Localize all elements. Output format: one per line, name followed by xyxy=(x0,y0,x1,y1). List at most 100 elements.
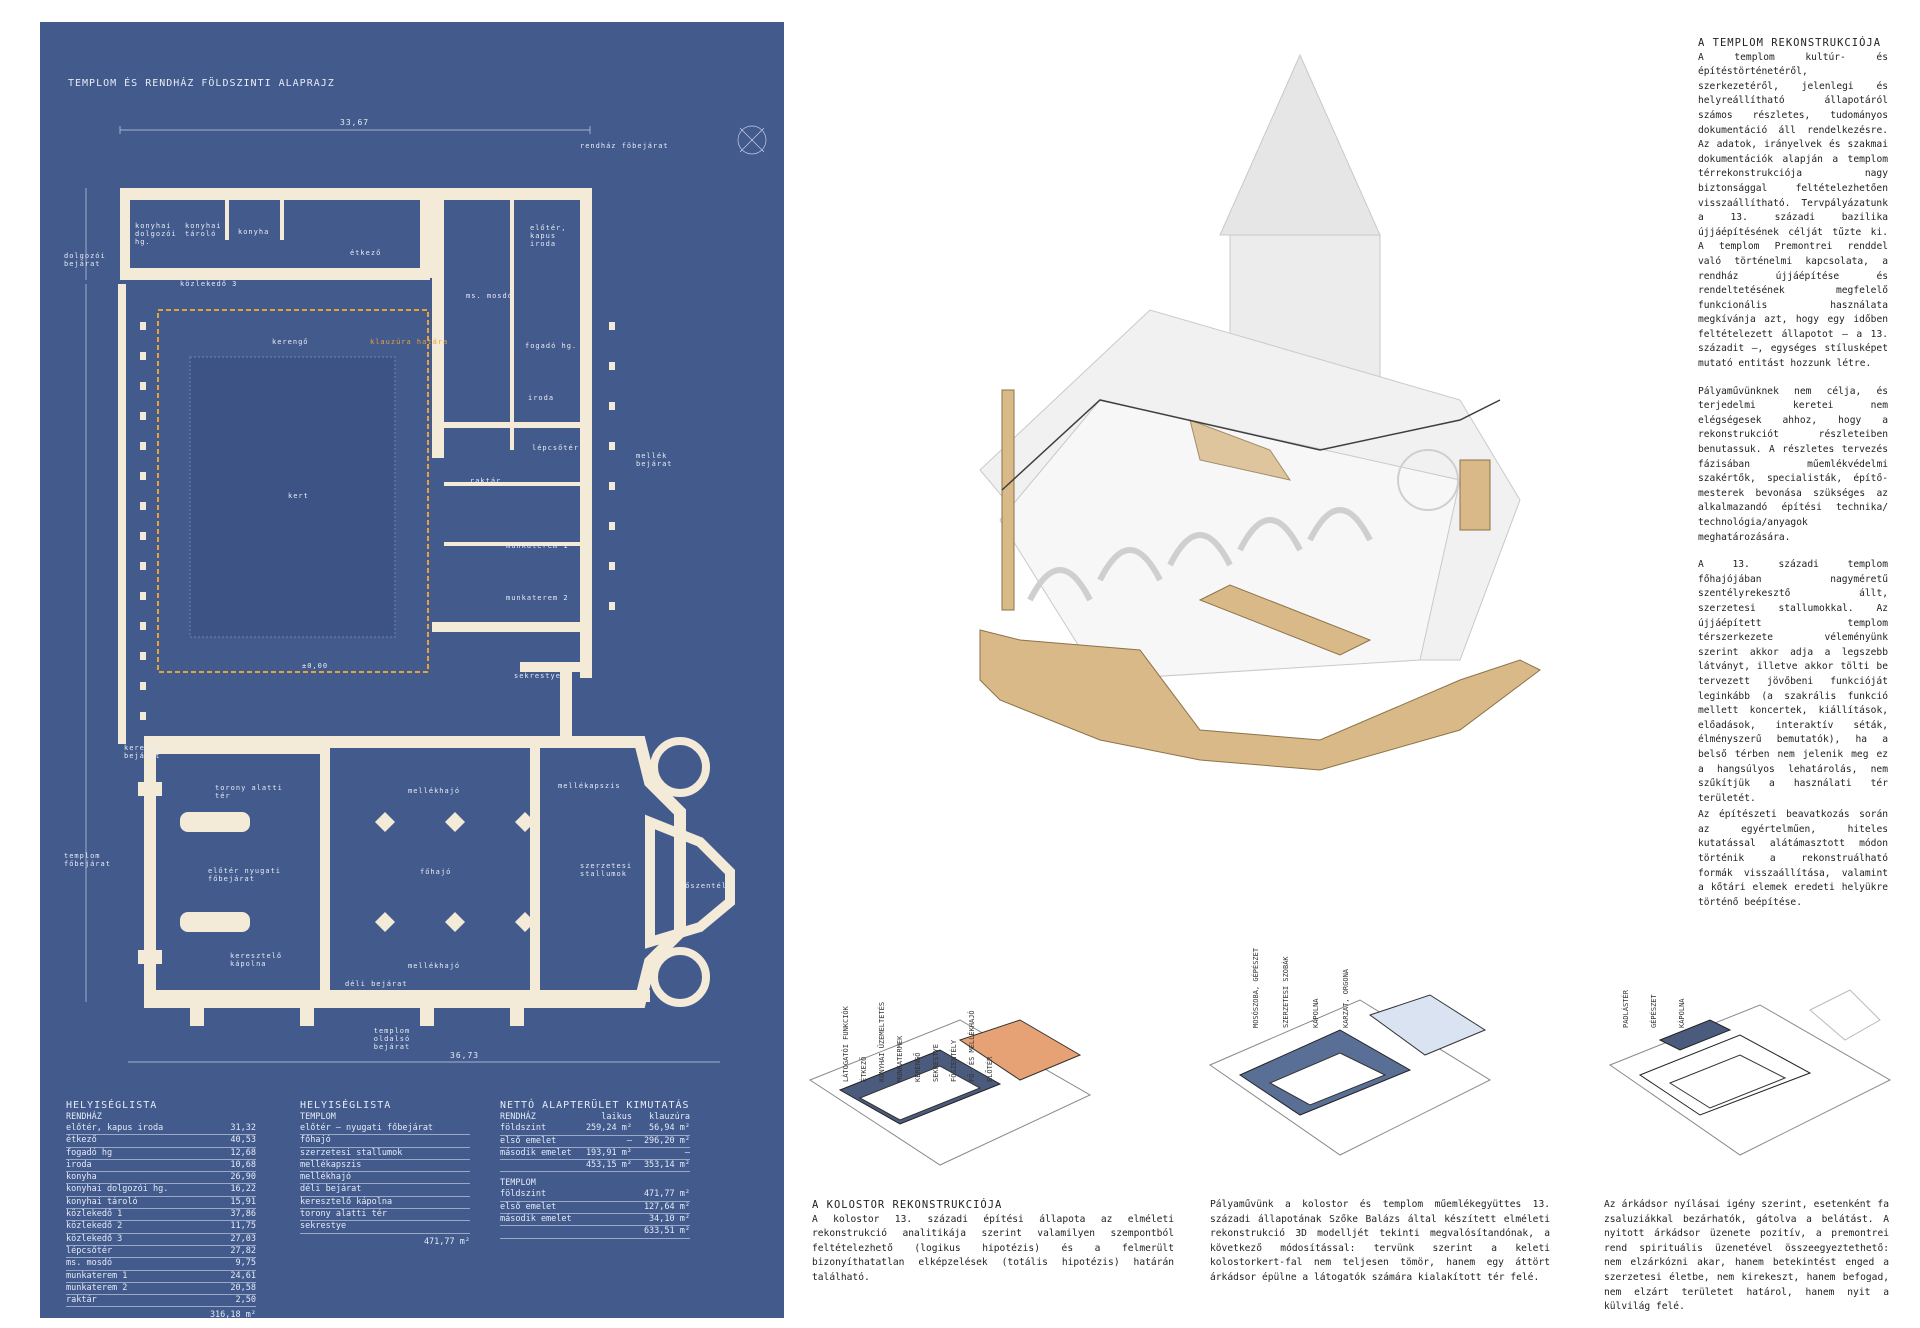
table3-col2: klauzúra xyxy=(649,1112,690,1122)
table-cell: iroda xyxy=(66,1159,92,1170)
table2-heading: HELYISÉGLISTA xyxy=(300,1100,392,1111)
table-cell: étkező xyxy=(66,1135,97,1146)
iso-label: FŐSZENTÉLY xyxy=(950,1039,958,1082)
church-p4: Az építészeti beavatkozás során az egyér… xyxy=(1698,809,1888,908)
table1-heading: HELYISÉGLISTA xyxy=(66,1100,158,1111)
table-row: 633,51 m² xyxy=(500,1226,690,1239)
table-cell: 37,86 xyxy=(230,1209,256,1220)
room-konyhai-tarolo: konyhai tároló xyxy=(185,222,222,238)
room-foszentely: főszentély xyxy=(680,882,733,890)
cloister-iso-1 xyxy=(808,1019,1092,1166)
iso-label: GÉPÉSZET xyxy=(1650,994,1658,1028)
cloister-text-2: Pályaművünk a kolostor és templom műemlé… xyxy=(1210,1199,1550,1283)
cloister-reconstruction-text: A KOLOSTOR REKONSTRUKCIÓJA A kolostor 13… xyxy=(812,1198,1174,1299)
table-cell: 15,91 xyxy=(230,1196,256,1207)
church-section-3d xyxy=(979,53,1541,771)
table-row: szerzetesi stallumok xyxy=(300,1148,470,1160)
table-cell xyxy=(574,1226,632,1237)
table-cell: 127,64 m² xyxy=(643,1201,690,1212)
room-mellekhajo-n: mellékhajó xyxy=(408,787,461,795)
clausura-label: klauzúra határa xyxy=(370,338,449,346)
iso-label: SZERZETESI SZOBÁK xyxy=(1282,956,1290,1028)
table-row: konyhai dolgozói hg.16,22 xyxy=(66,1184,256,1197)
room-torony: torony alatti tér xyxy=(215,784,283,800)
table-row: mellékhajó xyxy=(300,1172,470,1185)
table-cell xyxy=(574,1214,632,1225)
table-cell: munkaterem 1 xyxy=(66,1270,128,1281)
table-cell: 2,50 xyxy=(235,1295,256,1306)
table-cell: 26,90 xyxy=(230,1172,256,1183)
table-row: keresztelő kápolna xyxy=(300,1197,470,1210)
table-cell: 259,24 m² xyxy=(585,1123,632,1134)
table-cell: – xyxy=(626,1135,632,1146)
table3-sub1: RENDHÁZ xyxy=(500,1112,536,1122)
table-cell: 56,94 m² xyxy=(649,1123,690,1134)
table-row: előtér – nyugati főbejárat xyxy=(300,1123,470,1136)
cloister-iso-2 xyxy=(1208,994,1492,1156)
table-cell: – xyxy=(684,1147,690,1158)
table-cell: 11,75 xyxy=(230,1221,256,1232)
table-cell: 296,20 m² xyxy=(643,1135,690,1146)
table-row: munkaterem 1 24,61 xyxy=(66,1271,256,1283)
table-cell: előtér – nyugati főbejárat xyxy=(300,1123,434,1133)
table-cell: 453,15 m² xyxy=(585,1160,632,1171)
table-cell: konyha xyxy=(66,1172,97,1183)
table-row: első emelet –296,20 m² xyxy=(500,1136,690,1148)
cloister-text-1: A kolostor 13. századi építési állapota … xyxy=(812,1213,1174,1283)
table-cell: mellékapszis xyxy=(300,1159,362,1170)
room-list-templom: HELYISÉGLISTA TEMPLOM előtér – nyugati f… xyxy=(300,1100,470,1247)
iso-label: KARZAT, ORGONA xyxy=(1342,968,1350,1028)
table-cell: szerzetesi stallumok xyxy=(300,1147,403,1158)
church-p1: A templom kultúr- és építéstörténetéről,… xyxy=(1698,51,1888,370)
iso-label: MOSÓSZOBA, GÉPÉSZET xyxy=(1252,947,1260,1028)
table-row: déli bejárat xyxy=(300,1184,470,1197)
table-cell: 24,61 xyxy=(230,1270,256,1281)
table-cell: 633,51 m² xyxy=(643,1226,690,1237)
table-cell: közlekedő 1 xyxy=(66,1209,123,1220)
table-cell: földszint xyxy=(500,1189,547,1200)
table-row: torony alatti tér xyxy=(300,1209,470,1222)
table-cell xyxy=(574,1189,632,1200)
room-eloter-kapus: előtér, kapus iroda xyxy=(530,224,567,248)
table-cell xyxy=(574,1202,632,1213)
table-cell: 31,32 xyxy=(230,1123,256,1133)
entry-templom: templom főbejárat xyxy=(64,852,111,868)
entry-oldalso: templom oldalsó bejárat xyxy=(373,1027,411,1051)
room-raktar: raktár xyxy=(470,477,502,485)
iso-label: KERENGŐ xyxy=(914,1052,922,1082)
iso-label: MUNKATERMEK xyxy=(896,1035,904,1082)
entry-mellek: mellék bejárat xyxy=(636,452,673,468)
table1-sub: RENDHÁZ xyxy=(66,1112,102,1122)
entry-rendhaz: rendház főbejárat xyxy=(580,142,669,150)
clausura-boundary xyxy=(157,309,429,673)
table-cell: 193,91 m² xyxy=(585,1147,632,1158)
cloister-text-2-block: Pályaművünk a kolostor és templom műemlé… xyxy=(1210,1198,1550,1299)
room-sekrestye: sekrestye xyxy=(514,672,561,680)
room-etkezo: étkező xyxy=(350,249,382,257)
table-cell: fogadó hg xyxy=(66,1147,113,1158)
table-cell: második emelet xyxy=(500,1147,572,1158)
iso-label: KÁPOLNA xyxy=(1678,998,1686,1028)
table1-total: 316,18 m² xyxy=(209,1310,256,1321)
room-fohajo: főhajó xyxy=(420,868,452,876)
table3-sub2: TEMPLOM xyxy=(500,1178,536,1189)
cloister-iso-3 xyxy=(1608,989,1892,1156)
room-keresztelo: keresztelő kápolna xyxy=(230,952,283,968)
iso-label: PADLÁSTÉR xyxy=(1622,990,1630,1028)
table-cell: első emelet xyxy=(500,1135,557,1146)
room-deli-bejarat: déli bejárat xyxy=(345,980,408,988)
room-ms-mosdo: ms. mosdó xyxy=(466,292,513,300)
room-munkaterem1: munkaterem 1 xyxy=(506,542,569,550)
